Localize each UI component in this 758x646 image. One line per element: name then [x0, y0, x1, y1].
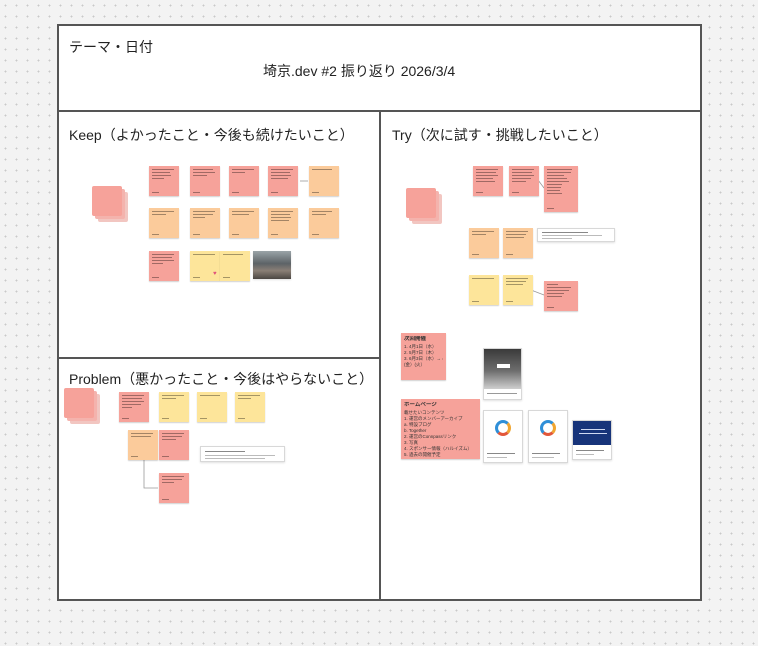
keep-note[interactable]	[190, 166, 220, 196]
try-link-card[interactable]	[537, 228, 615, 242]
keep-note[interactable]	[309, 208, 339, 238]
logo-icon	[495, 420, 511, 436]
problem-link-card[interactable]	[200, 446, 285, 462]
try-note[interactable]	[503, 228, 533, 258]
try-file-card[interactable]	[483, 410, 523, 463]
homepage-item: 2. 運営のConnpassリンク	[404, 434, 457, 439]
heart-icon: ♥	[213, 271, 217, 277]
keep-photo[interactable]	[253, 251, 291, 279]
next-meetup-item: 1. 4月1日（水）	[404, 344, 437, 349]
keep-sticky-stack[interactable]	[92, 186, 122, 216]
try-note[interactable]	[544, 281, 578, 311]
homepage-item: a. 特設ブログ	[404, 422, 432, 427]
try-file-card[interactable]	[528, 410, 568, 463]
homepage-note[interactable]: ホームページ 載せたいコンテンツ 1. 運営のメンバーアーカイブ a. 特設ブロ…	[401, 399, 480, 459]
theme-date-label: テーマ・日付	[69, 39, 153, 55]
next-meetup-title: 次回開催	[404, 336, 427, 342]
column-divider	[379, 110, 381, 601]
keep-note[interactable]	[268, 166, 298, 196]
problem-note[interactable]	[159, 392, 189, 422]
homepage-item: 1. 運営のメンバーアーカイブ	[404, 416, 463, 421]
try-section-label: Try（次に試す・挑戦したいこと）	[392, 127, 608, 143]
keep-note[interactable]	[229, 208, 259, 238]
keep-note[interactable]	[149, 208, 179, 238]
try-image-card[interactable]	[483, 348, 522, 400]
keep-note[interactable]	[268, 208, 298, 238]
problem-note[interactable]	[159, 473, 189, 503]
homepage-subtitle: 載せたいコンテンツ	[404, 410, 445, 415]
homepage-item: b. Together	[404, 428, 427, 433]
try-sticky-stack[interactable]	[406, 188, 436, 218]
try-note[interactable]	[469, 275, 499, 305]
logo-icon	[540, 420, 556, 436]
keep-section-label: Keep（よかったこと・今後も続けたいこと）	[69, 127, 354, 143]
try-note[interactable]	[509, 166, 539, 196]
keep-note[interactable]: ♥	[190, 251, 220, 281]
problem-note[interactable]	[128, 430, 158, 460]
try-note[interactable]	[503, 275, 533, 305]
retro-title: 埼京.dev #2 振り返り 2026/3/4	[263, 63, 456, 79]
try-link-preview-card[interactable]	[572, 420, 612, 460]
homepage-item: 5. 過去の開催予定	[404, 452, 441, 457]
next-meetup-item: 2. 5月7日（木）	[404, 350, 437, 355]
keep-note[interactable]	[309, 166, 339, 196]
keep-note[interactable]	[149, 166, 179, 196]
problem-note[interactable]	[197, 392, 227, 422]
try-note[interactable]	[469, 228, 499, 258]
problem-note[interactable]	[159, 430, 189, 460]
try-note[interactable]	[544, 166, 578, 212]
keep-problem-divider	[57, 357, 380, 359]
keep-note[interactable]	[190, 208, 220, 238]
keep-note[interactable]	[229, 166, 259, 196]
keep-note[interactable]	[220, 251, 250, 281]
problem-note[interactable]	[119, 392, 149, 422]
homepage-item: 3. 写真	[404, 440, 419, 445]
problem-sticky-stack[interactable]	[64, 388, 94, 418]
try-note[interactable]	[473, 166, 503, 196]
keep-note[interactable]	[149, 251, 179, 281]
next-meetup-note[interactable]: 次回開催 1. 4月1日（水） 2. 5月7日（木） 3. 6月3日（水）→ 4…	[401, 333, 446, 380]
next-meetup-item: (金）(火）	[404, 362, 425, 367]
problem-note[interactable]	[235, 392, 265, 422]
homepage-item: 4. スポンサー情報（ハルイズム）	[404, 446, 472, 451]
problem-section-label: Problem（悪かったこと・今後はやらないこと）	[69, 371, 374, 387]
homepage-title: ホームページ	[404, 402, 437, 408]
next-meetup-item: 3. 6月3日（水）→ 4月3日	[404, 356, 443, 361]
